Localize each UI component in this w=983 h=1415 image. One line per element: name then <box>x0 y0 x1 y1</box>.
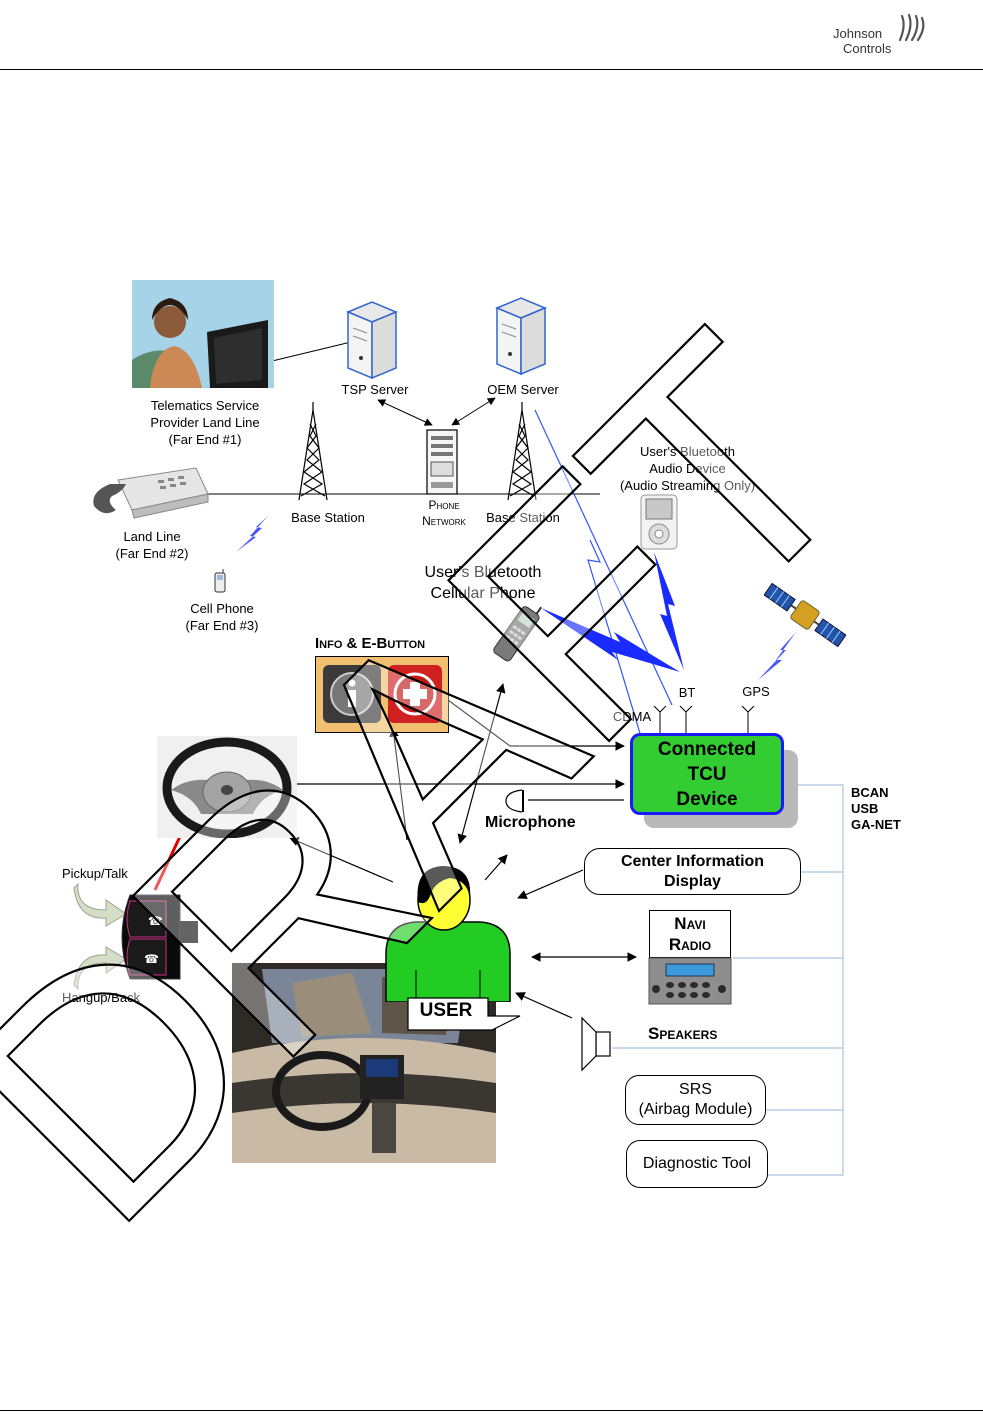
tcu-device: Connected TCU Device <box>630 733 784 815</box>
steering-switch-icon: ☎ ☎ <box>121 894 198 980</box>
tsp-operator-image <box>132 280 274 388</box>
gps-satellite-icon <box>764 582 846 648</box>
srs-label: SRS (Airbag Module) <box>638 1081 753 1118</box>
navi-radio-unit-icon <box>648 957 732 1005</box>
navi-radio-label: Navi Radio <box>668 914 712 954</box>
phone-network-switch-icon <box>426 429 458 495</box>
info-button[interactable] <box>323 665 381 723</box>
diagnostic-tool-label: Diagnostic Tool <box>642 1155 752 1172</box>
tsp-server-label: TSP Server <box>341 382 409 397</box>
navi-radio-label-box: Navi Radio <box>649 910 731 958</box>
logo-text-line2: Controls <box>843 41 892 56</box>
info-ebutton-panel <box>315 656 449 733</box>
oem-server-label: OEM Server <box>487 382 559 397</box>
svg-text:☎: ☎ <box>148 914 163 928</box>
diagnostic-tool-box: Diagnostic Tool <box>626 1140 768 1188</box>
svg-text:☎: ☎ <box>144 952 159 966</box>
speakers-label: Speakers <box>648 1024 718 1043</box>
base-station-tower-left-icon <box>298 402 328 501</box>
microphone-icon <box>505 789 524 813</box>
antenna-cdma-label: CDMA <box>612 709 652 724</box>
emergency-cross-icon <box>393 672 437 716</box>
land-line-phone-icon <box>93 467 209 519</box>
pickup-curved-arrow-icon <box>73 882 127 927</box>
base-station-left-label: Base Station <box>291 510 365 525</box>
base-station-tower-right-icon <box>507 402 537 501</box>
logo-text-line1: Johnson <box>833 26 883 41</box>
srs-box: SRS (Airbag Module) <box>625 1075 766 1125</box>
bus-label: BCAN USB GA-NET <box>851 785 901 832</box>
pickup-label: Pickup/Talk <box>62 866 128 881</box>
user-label: USER <box>419 1000 473 1021</box>
info-ebutton-label: Info & E-Button <box>315 635 426 652</box>
center-info-display-label: Center Information Display <box>620 852 765 890</box>
phone-network-label: Phone Network <box>422 498 466 528</box>
center-info-display-box: Center Information Display <box>584 848 801 895</box>
cell-phone-icon <box>214 569 226 593</box>
bt-cellular-phone-icon <box>493 606 542 662</box>
user-callout-shape <box>407 997 521 1031</box>
cell-phone-label: Cell Phone (Far End #3) <box>185 601 259 633</box>
header-rule <box>0 69 983 70</box>
footer-rule <box>0 1410 983 1411</box>
antenna-gps-label: GPS <box>742 684 770 699</box>
microphone-label: Microphone <box>485 814 576 831</box>
oem-server-icon <box>495 297 547 376</box>
tsp-operator-label: Telematics Service Provider Land Line (F… <box>150 398 260 447</box>
land-line-label: Land Line (Far End #2) <box>115 529 189 561</box>
bt-audio-device-icon <box>640 494 678 550</box>
hangup-curved-arrow-icon <box>73 946 127 991</box>
bt-audio-label: User's Bluetooth Audio Device (Audio Str… <box>619 444 756 493</box>
johnson-controls-logo-icon <box>898 13 925 42</box>
bt-cell-label: User's Bluetooth Cellular Phone <box>424 564 542 602</box>
speaker-icon <box>581 1016 611 1072</box>
info-icon <box>330 672 374 716</box>
antenna-bt-label: BT <box>678 685 696 700</box>
base-station-right-label: Base Station <box>486 510 560 525</box>
tsp-server-icon <box>346 301 398 380</box>
steering-wheel-image <box>157 736 297 838</box>
emergency-button[interactable] <box>388 665 442 723</box>
hangup-label: Hangup/Back <box>62 990 141 1005</box>
user-figure-icon <box>385 866 511 1002</box>
